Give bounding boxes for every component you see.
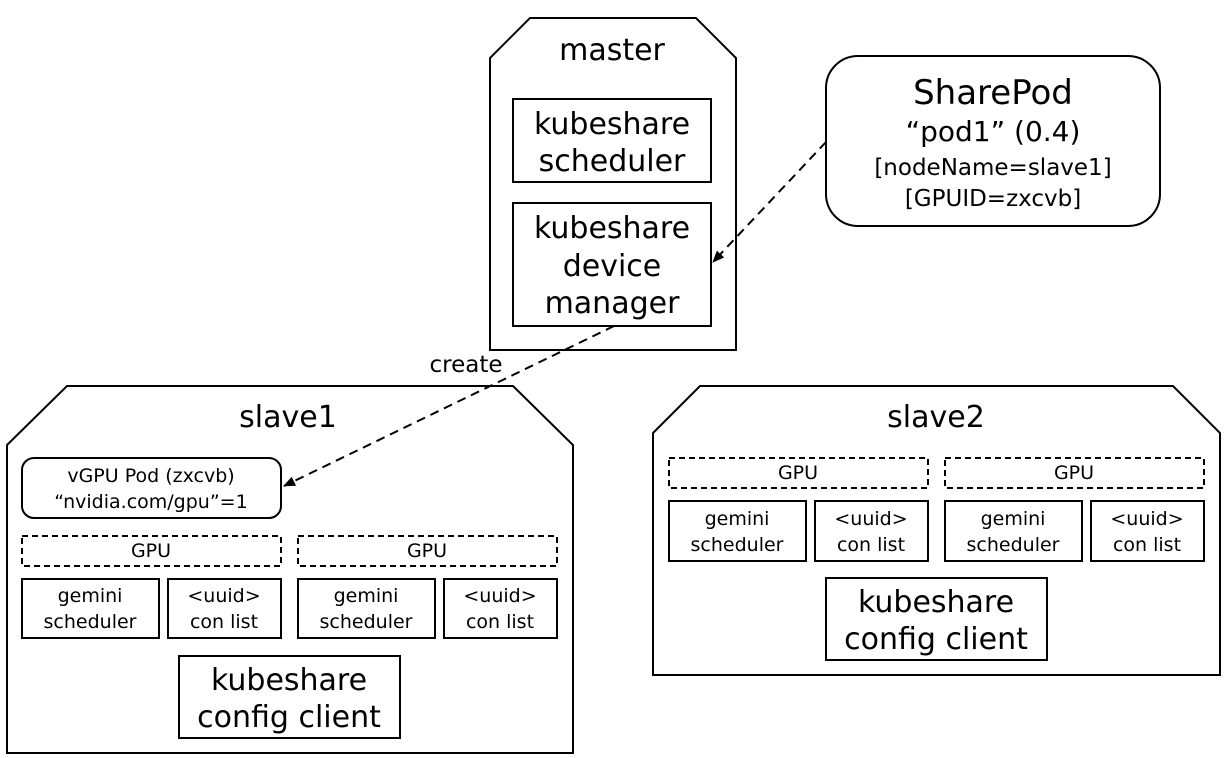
uuid-con-list-line-1: <uuid> xyxy=(1110,508,1183,530)
uuid-con-list-line-2: con list xyxy=(1113,534,1181,556)
vgpu-pod-box: vGPU Pod (zxcvb) “nvidia.com/gpu”=1 xyxy=(21,457,282,519)
config-client-line-1: kubeshare xyxy=(858,585,1014,620)
vgpu-pod-line-1: vGPU Pod (zxcvb) xyxy=(67,465,234,487)
slave1-config-client-box: kubeshare config client xyxy=(178,655,401,739)
sharepod-to-device-manager-arrow xyxy=(712,141,827,263)
device-manager-line-2: device xyxy=(563,249,662,284)
sharepod-gpuid: [GPUID=zxcvb] xyxy=(905,186,1081,212)
uuid-con-list-box xyxy=(167,578,282,639)
gpu-box xyxy=(668,457,929,489)
gpu-box xyxy=(944,457,1205,489)
device-manager-line-3: manager xyxy=(545,286,681,321)
uuid-con-list-line-2: con list xyxy=(466,611,534,633)
uuid-con-list-box xyxy=(814,500,929,562)
gemini-scheduler-line-2: scheduler xyxy=(44,611,137,633)
gemini-scheduler-box xyxy=(668,500,807,562)
gemini-scheduler-line-1: gemini xyxy=(981,508,1046,530)
gpu-label: GPU xyxy=(1054,462,1094,484)
kubeshare-device-manager-box: kubeshare device manager xyxy=(512,202,712,327)
slave2-title: slave2 xyxy=(887,400,985,435)
slave2-gpu-group-1: GPU gemini scheduler <uuid> con list xyxy=(668,457,929,562)
sharepod-node-name: [nodeName=slave1] xyxy=(874,155,1111,181)
gemini-scheduler-line-2: scheduler xyxy=(967,534,1060,556)
gemini-scheduler-box xyxy=(297,578,436,639)
uuid-con-list-line-2: con list xyxy=(190,611,258,633)
config-client-line-1: kubeshare xyxy=(211,663,367,698)
gpu-box xyxy=(297,535,558,567)
slave1-node: slave1 vGPU Pod (zxcvb) “nvidia.com/gpu”… xyxy=(6,385,574,754)
uuid-con-list-box xyxy=(1090,500,1205,562)
uuid-con-list-line-2: con list xyxy=(837,534,905,556)
sharepod-box: SharePod “pod1” (0.4) [nodeName=slave1] … xyxy=(825,55,1161,227)
gemini-scheduler-line-1: gemini xyxy=(58,585,123,607)
vgpu-pod-line-2: “nvidia.com/gpu”=1 xyxy=(54,491,247,513)
gpu-label: GPU xyxy=(407,540,447,562)
master-title: master xyxy=(559,33,665,68)
slave1-gpu-group-1: GPU gemini scheduler <uuid> con list xyxy=(21,535,282,639)
slave2-gpu-group-2: GPU gemini scheduler <uuid> con list xyxy=(944,457,1205,562)
create-vgpu-pod-arrow xyxy=(283,325,615,487)
uuid-con-list-box xyxy=(443,578,558,639)
uuid-con-list-line-1: <uuid> xyxy=(834,508,907,530)
slave2-node: slave2 GPU gemini scheduler <uuid> con l… xyxy=(652,385,1221,676)
sharepod-title: SharePod xyxy=(913,73,1073,113)
sharepod-name: “pod1” (0.4) xyxy=(906,115,1081,148)
kubeshare-scheduler-box: kubeshare scheduler xyxy=(512,98,712,183)
slave2-config-client-box: kubeshare config client xyxy=(825,577,1048,661)
gpu-label: GPU xyxy=(131,540,171,562)
sharepod-shape xyxy=(825,55,1161,227)
uuid-con-list-line-1: <uuid> xyxy=(187,585,260,607)
kubeshare-scheduler-line-1: kubeshare xyxy=(534,107,690,142)
config-client-line-2: config client xyxy=(844,622,1028,657)
gemini-scheduler-line-1: gemini xyxy=(705,508,770,530)
master-node: master kubeshare scheduler kubeshare dev… xyxy=(489,17,737,351)
config-client-line-2: config client xyxy=(197,700,381,735)
gemini-scheduler-line-2: scheduler xyxy=(320,611,413,633)
gpu-box xyxy=(21,535,282,567)
gpu-label: GPU xyxy=(778,462,818,484)
gemini-scheduler-box xyxy=(21,578,160,639)
device-manager-line-1: kubeshare xyxy=(534,211,690,246)
create-label: create xyxy=(429,352,502,378)
gemini-scheduler-line-2: scheduler xyxy=(691,534,784,556)
uuid-con-list-line-1: <uuid> xyxy=(463,585,536,607)
slave1-gpu-group-2: GPU gemini scheduler <uuid> con list xyxy=(297,535,558,639)
gemini-scheduler-line-1: gemini xyxy=(334,585,399,607)
kubeshare-scheduler-line-2: scheduler xyxy=(539,144,686,179)
gemini-scheduler-box xyxy=(944,500,1083,562)
slave1-title: slave1 xyxy=(239,400,337,435)
